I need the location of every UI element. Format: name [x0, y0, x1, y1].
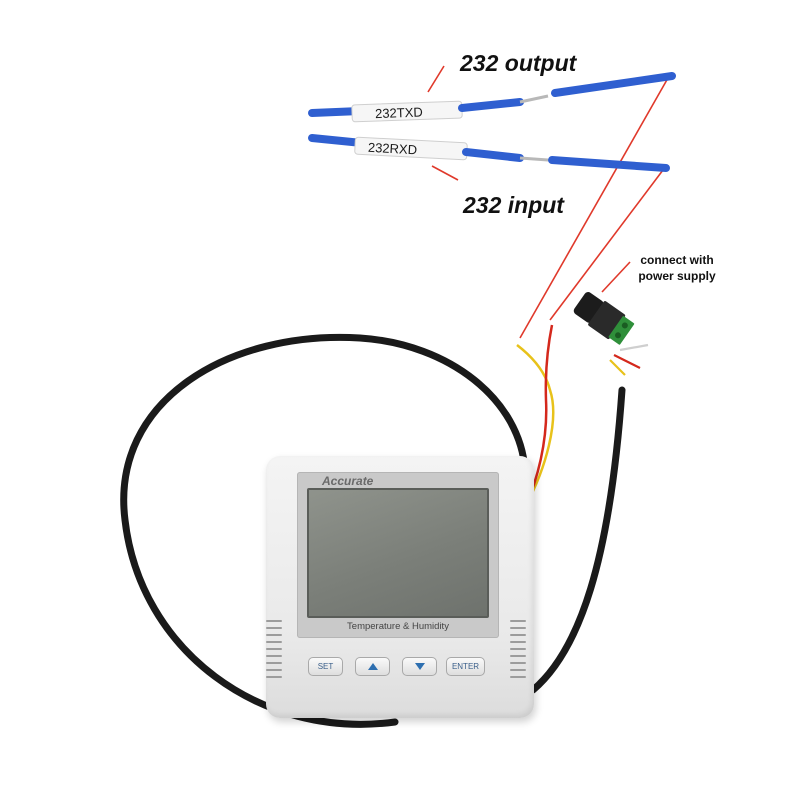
txd-label: 232TXD — [375, 104, 423, 121]
input-callout: 232 input — [463, 192, 564, 218]
model-label: Temperature & Humidity — [347, 621, 449, 632]
short-yellow-wire — [609, 359, 626, 376]
power-callout-line1: connect with — [640, 253, 714, 267]
enter-button-label: ENTER — [451, 662, 480, 671]
triangle-down-icon — [414, 663, 425, 670]
set-button-label: SET — [317, 662, 334, 671]
black-cable-loop — [120, 333, 529, 728]
set-button[interactable]: SET — [308, 657, 343, 676]
right-vents — [510, 620, 526, 684]
annotation-line-input — [549, 169, 664, 321]
short-red-wire — [613, 354, 641, 369]
power-callout-line2: power supply — [638, 269, 716, 283]
annotation-line-power — [601, 261, 631, 293]
output-callout: 232 output — [460, 50, 577, 76]
rxd-label: 232RXD — [368, 140, 418, 158]
pointer-input — [431, 165, 459, 181]
rxd-cable — [308, 134, 670, 172]
up-button[interactable] — [355, 657, 390, 676]
keypad: SET ENTER — [308, 657, 493, 677]
lcd-screen — [307, 488, 489, 618]
txd-cable — [308, 72, 676, 123]
left-vents — [266, 620, 282, 684]
black-cable-lead — [529, 386, 626, 694]
annotation-line-output — [519, 77, 669, 339]
brand-logo: Accurate — [322, 474, 374, 488]
enter-button[interactable]: ENTER — [446, 657, 485, 676]
pointer-output — [427, 65, 445, 93]
short-white-wire — [619, 343, 649, 352]
down-button[interactable] — [402, 657, 437, 676]
yellow-wire — [516, 344, 555, 506]
triangle-up-icon — [367, 663, 378, 670]
power-callout: connect with power supply — [622, 252, 732, 284]
power-connector — [573, 292, 635, 345]
